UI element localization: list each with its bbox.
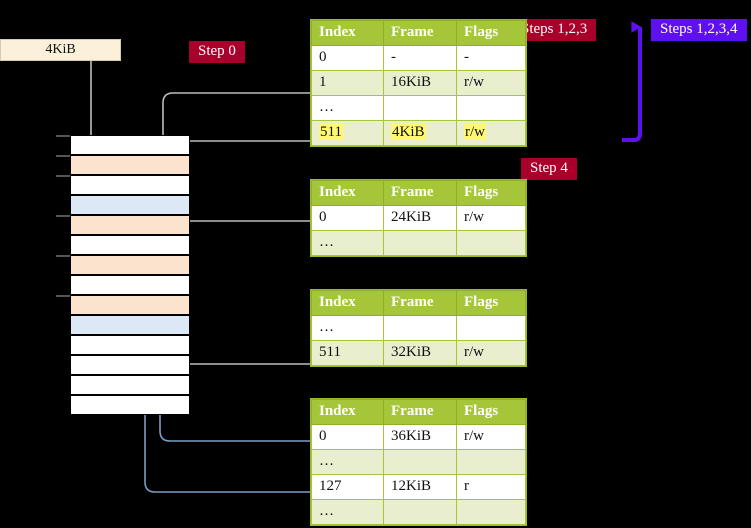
- memory-frame-row: [70, 355, 190, 375]
- table-cell-flags: r/w: [456, 70, 526, 96]
- badge-steps-123: Steps 1,2,3: [512, 19, 597, 42]
- memory-frame-row: [70, 215, 190, 235]
- column-header-index: Index: [311, 290, 384, 316]
- column-header-flags: Flags: [456, 399, 526, 425]
- memory-tick: [56, 155, 70, 157]
- table-cell-flags: r/w: [456, 120, 526, 146]
- table-cell-index: 0: [311, 45, 384, 71]
- memory-frame-row: [70, 395, 190, 415]
- column-header-index: Index: [311, 399, 384, 425]
- memory-frame-row: [70, 195, 190, 215]
- table-row: …: [311, 449, 526, 475]
- table-row: …: [311, 315, 526, 341]
- physical-memory-column: [70, 135, 190, 415]
- memory-size-text: 4KiB: [45, 42, 76, 57]
- table-cell-frame: [383, 315, 457, 341]
- table-cell-index: 1: [311, 70, 384, 96]
- memory-frame-row: [70, 375, 190, 395]
- memory-frame-row: [70, 295, 190, 315]
- column-header-frame: Frame: [383, 290, 457, 316]
- table-cell-frame: -: [383, 45, 457, 71]
- memory-frame-row: [70, 135, 190, 155]
- highlighted-value: 4KiB: [391, 124, 426, 140]
- table-cell-flags: r/w: [456, 340, 526, 366]
- table-row: 511 4KiB r/w: [311, 120, 526, 146]
- table-cell-flags: r/w: [456, 205, 526, 231]
- table-cell-index: 511: [311, 340, 384, 366]
- table-cell-flags: [456, 95, 526, 121]
- column-header-frame: Frame: [383, 399, 457, 425]
- memory-frame-row: [70, 155, 190, 175]
- table-cell-frame: 16KiB: [383, 70, 457, 96]
- table-cell-frame: 12KiB: [383, 474, 457, 500]
- table-cell-flags: [456, 315, 526, 341]
- purple-bracket-arrow: [622, 21, 642, 142]
- memory-tick: [56, 215, 70, 217]
- table-cell-index: 511: [311, 120, 384, 146]
- table-row: 0--: [311, 45, 526, 71]
- highlighted-value: 511: [319, 124, 343, 140]
- badge-step-0: Step 0: [189, 41, 245, 64]
- badge-step-4: Step 4: [521, 158, 577, 181]
- table-row: …: [311, 230, 526, 256]
- memory-frame-row: [70, 235, 190, 255]
- column-header-frame: Frame: [383, 20, 457, 46]
- table-cell-flags: [456, 449, 526, 475]
- table-cell-frame: [383, 449, 457, 475]
- table-cell-flags: r: [456, 474, 526, 500]
- memory-tick: [56, 175, 70, 177]
- table-cell-index: …: [311, 499, 384, 525]
- memory-tick: [56, 295, 70, 297]
- column-header-index: Index: [311, 20, 384, 46]
- column-header-index: Index: [311, 180, 384, 206]
- memory-size-label: 4KiB: [0, 39, 121, 61]
- wire-l3-to-memory: [173, 220, 311, 267]
- table-cell-frame: [383, 230, 457, 256]
- memory-frame-row: [70, 335, 190, 355]
- badge-steps-1234: Steps 1,2,3,4: [651, 19, 747, 42]
- memory-tick: [56, 255, 70, 257]
- table-cell-index: 127: [311, 474, 384, 500]
- table-row: …: [311, 95, 526, 121]
- table-cell-index: …: [311, 95, 384, 121]
- memory-frame-row: [70, 275, 190, 295]
- table-cell-flags: [456, 499, 526, 525]
- table-cell-flags: -: [456, 45, 526, 71]
- table-cell-index: …: [311, 449, 384, 475]
- memory-tick: [56, 135, 70, 137]
- memory-frame-row: [70, 255, 190, 275]
- memory-frame-row: [70, 315, 190, 335]
- highlighted-value: r/w: [464, 124, 486, 140]
- table-cell-index: …: [311, 230, 384, 256]
- table-cell-frame: 4KiB: [383, 120, 457, 146]
- table-cell-index: 0: [311, 424, 384, 450]
- table-cell-frame: [383, 95, 457, 121]
- table-cell-flags: r/w: [456, 424, 526, 450]
- table-cell-index: …: [311, 315, 384, 341]
- table-cell-index: 0: [311, 205, 384, 231]
- column-header-flags: Flags: [456, 20, 526, 46]
- column-header-frame: Frame: [383, 180, 457, 206]
- table-cell-flags: [456, 230, 526, 256]
- table-cell-frame: [383, 499, 457, 525]
- table-cell-frame: 32KiB: [383, 340, 457, 366]
- table-row: …: [311, 499, 526, 525]
- memory-frame-row: [70, 175, 190, 195]
- wire-l2-to-memory: [168, 313, 311, 365]
- column-header-flags: Flags: [456, 180, 526, 206]
- table-cell-frame: 24KiB: [383, 205, 457, 231]
- wire-l4-511-to-memory: [173, 140, 311, 163]
- column-header-flags: Flags: [456, 290, 526, 316]
- table-cell-frame: 36KiB: [383, 424, 457, 450]
